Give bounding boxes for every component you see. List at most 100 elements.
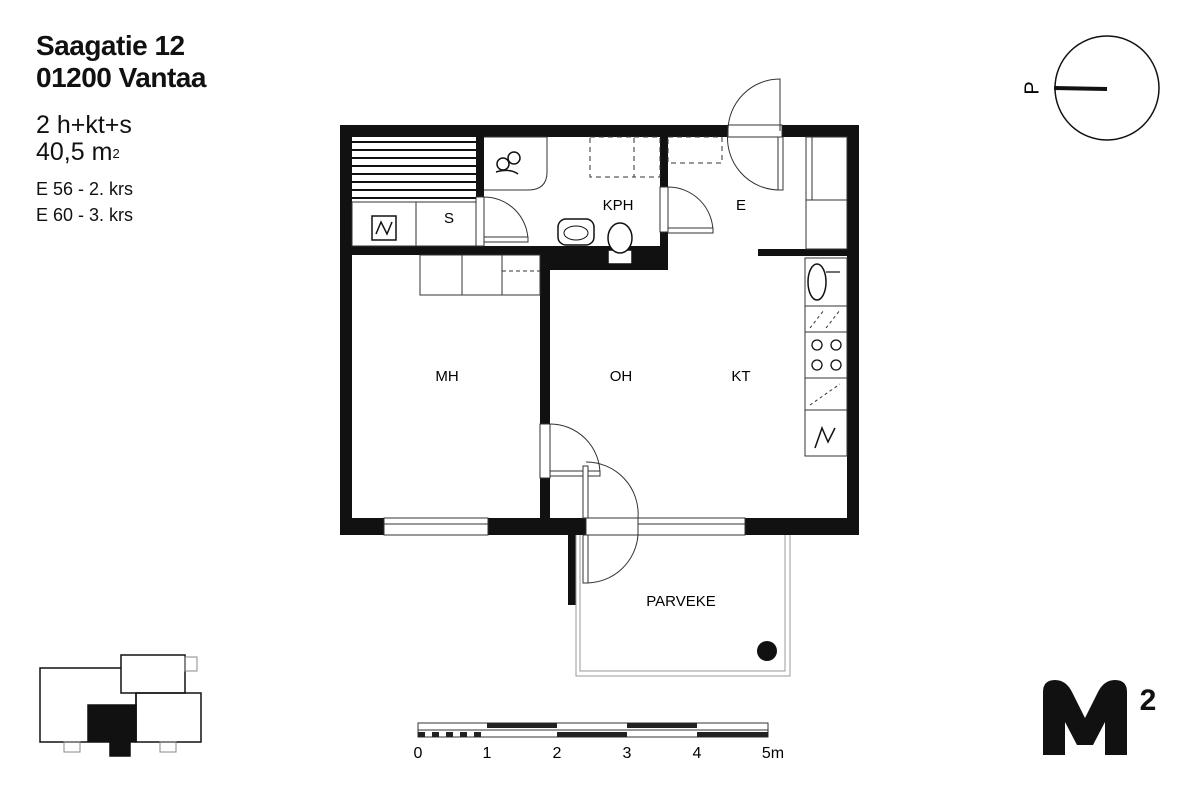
scale-tick-1: 1 [483,745,492,762]
windows [383,517,746,536]
dishwasher-mark-2 [825,309,841,329]
wall-left [340,125,352,535]
bedroom-door-swing [549,423,601,475]
dishwasher-mark-1 [809,309,825,329]
apartment-area: 40,5 m2 [36,138,206,166]
bathroom-door-swing [667,186,714,233]
interior-walls [340,137,847,605]
front-door-swing-outer [727,78,781,132]
oven-mark [809,383,841,406]
key-plan-block-2 [120,654,186,694]
scale-tick-0: 0 [414,745,423,762]
wall-top-left [340,125,728,137]
sauna-stove-symbol [375,220,393,236]
wall-bathroom-bottom [540,246,668,270]
wall-bedroom-top [340,246,550,255]
front-door-leaf [777,136,784,191]
scale-bar-segment-1 [487,723,557,728]
sauna-door-swing [483,196,529,242]
logo-m-shape [1043,680,1127,755]
balcony-door-frame [585,517,639,536]
balcony-door-swing-out [585,534,639,584]
scale-bar-segment-4 [697,732,768,737]
m2-logo: 2 [1043,680,1156,755]
scale-tick-3: 3 [623,745,632,762]
bedroom-door-frame [539,423,551,479]
room-label-sauna: S [444,210,454,227]
room-label-bedroom: MH [435,368,458,385]
scale-tick-4: 4 [693,745,702,762]
wall-bottom-2 [488,518,586,535]
washer-space [589,136,723,178]
shower-head-icon [496,157,510,171]
balcony-drain-icon [757,641,777,661]
window-living [637,517,746,536]
balcony-outer-railing [575,535,791,677]
wall-bottom-3 [745,518,859,535]
sauna-floor [351,201,477,247]
shower-hose-icon [495,169,519,175]
kitchen-sink-icon [807,263,827,301]
apartment-references: E 56 - 2. krs E 60 - 3. krs [36,176,206,228]
wall-balcony-left [568,535,576,605]
sauna-door-leaf [483,236,529,243]
room-label-living-room: OH [610,368,633,385]
sauna-door-frame [475,196,485,247]
scale-tick-2: 2 [553,745,562,762]
wall-bottom-1 [340,518,384,535]
key-plan-highlight [87,704,137,742]
balcony: PARVEKE [575,461,791,677]
wall-right [847,125,859,535]
area-value: 40,5 m [36,138,113,166]
entrance: E S [444,78,848,250]
wall-top-right [782,125,859,137]
apartment-info: Saagatie 12 01200 Vantaa 2 h+kt+s 40,5 m… [36,30,206,228]
north-needle [1053,86,1108,91]
north-label: P [1021,81,1043,94]
city-postcode: 01200 Vantaa [36,62,206,93]
sauna-stove-area [351,201,417,247]
balcony-door-swing-in [585,461,639,519]
area-unit-superscript: 2 [112,146,120,161]
reference-line-1: E 56 - 2. krs [36,179,134,199]
wash-basin-icon [557,218,595,246]
wall-bedroom-right [540,246,550,518]
apartment-type: 2 h+kt+s [36,111,132,139]
front-door-frame [727,124,783,138]
key-plan-annex-2 [63,741,81,753]
key-plan-block-3 [135,692,202,743]
shower-area [484,136,548,191]
fridge-icon [814,425,836,449]
wall-sauna-right [476,137,484,197]
sauna-benches [352,141,476,199]
wash-basin-bowl [563,225,589,241]
wall-entrance-stub [758,249,847,256]
balcony-door-leaf-in [582,465,589,519]
shower-mixer-icon [507,151,521,165]
room-label-entrance: E [736,197,746,214]
bedroom-wardrobe [419,254,541,296]
exterior-walls [340,125,859,535]
toilet-bowl-icon [607,222,633,254]
building-key-plan [39,654,202,757]
room-label-balcony: PARVEKE [646,593,715,610]
stove-burners-icon [811,339,842,371]
scale-bar-subdivisions [418,732,481,737]
scale-bar: 0 1 2 3 4 5m [414,722,784,762]
bathroom: KPH [484,136,723,265]
window-bedroom [383,517,489,536]
street-address: Saagatie 12 [36,30,185,61]
kitchen-counter [804,257,848,457]
wardrobe [805,136,848,250]
logo-superscript: 2 [1140,684,1157,717]
balcony-inner-railing [579,535,786,672]
bedroom: MH [419,254,601,479]
living-kitchen: OH KT [610,257,848,457]
front-door-swing-inner [727,130,781,191]
sauna [351,141,529,247]
key-plan-annex-3 [159,741,177,753]
bathroom-door-leaf [667,227,714,234]
bathroom-door-frame [659,186,669,233]
key-plan-annex-1 [184,656,198,672]
